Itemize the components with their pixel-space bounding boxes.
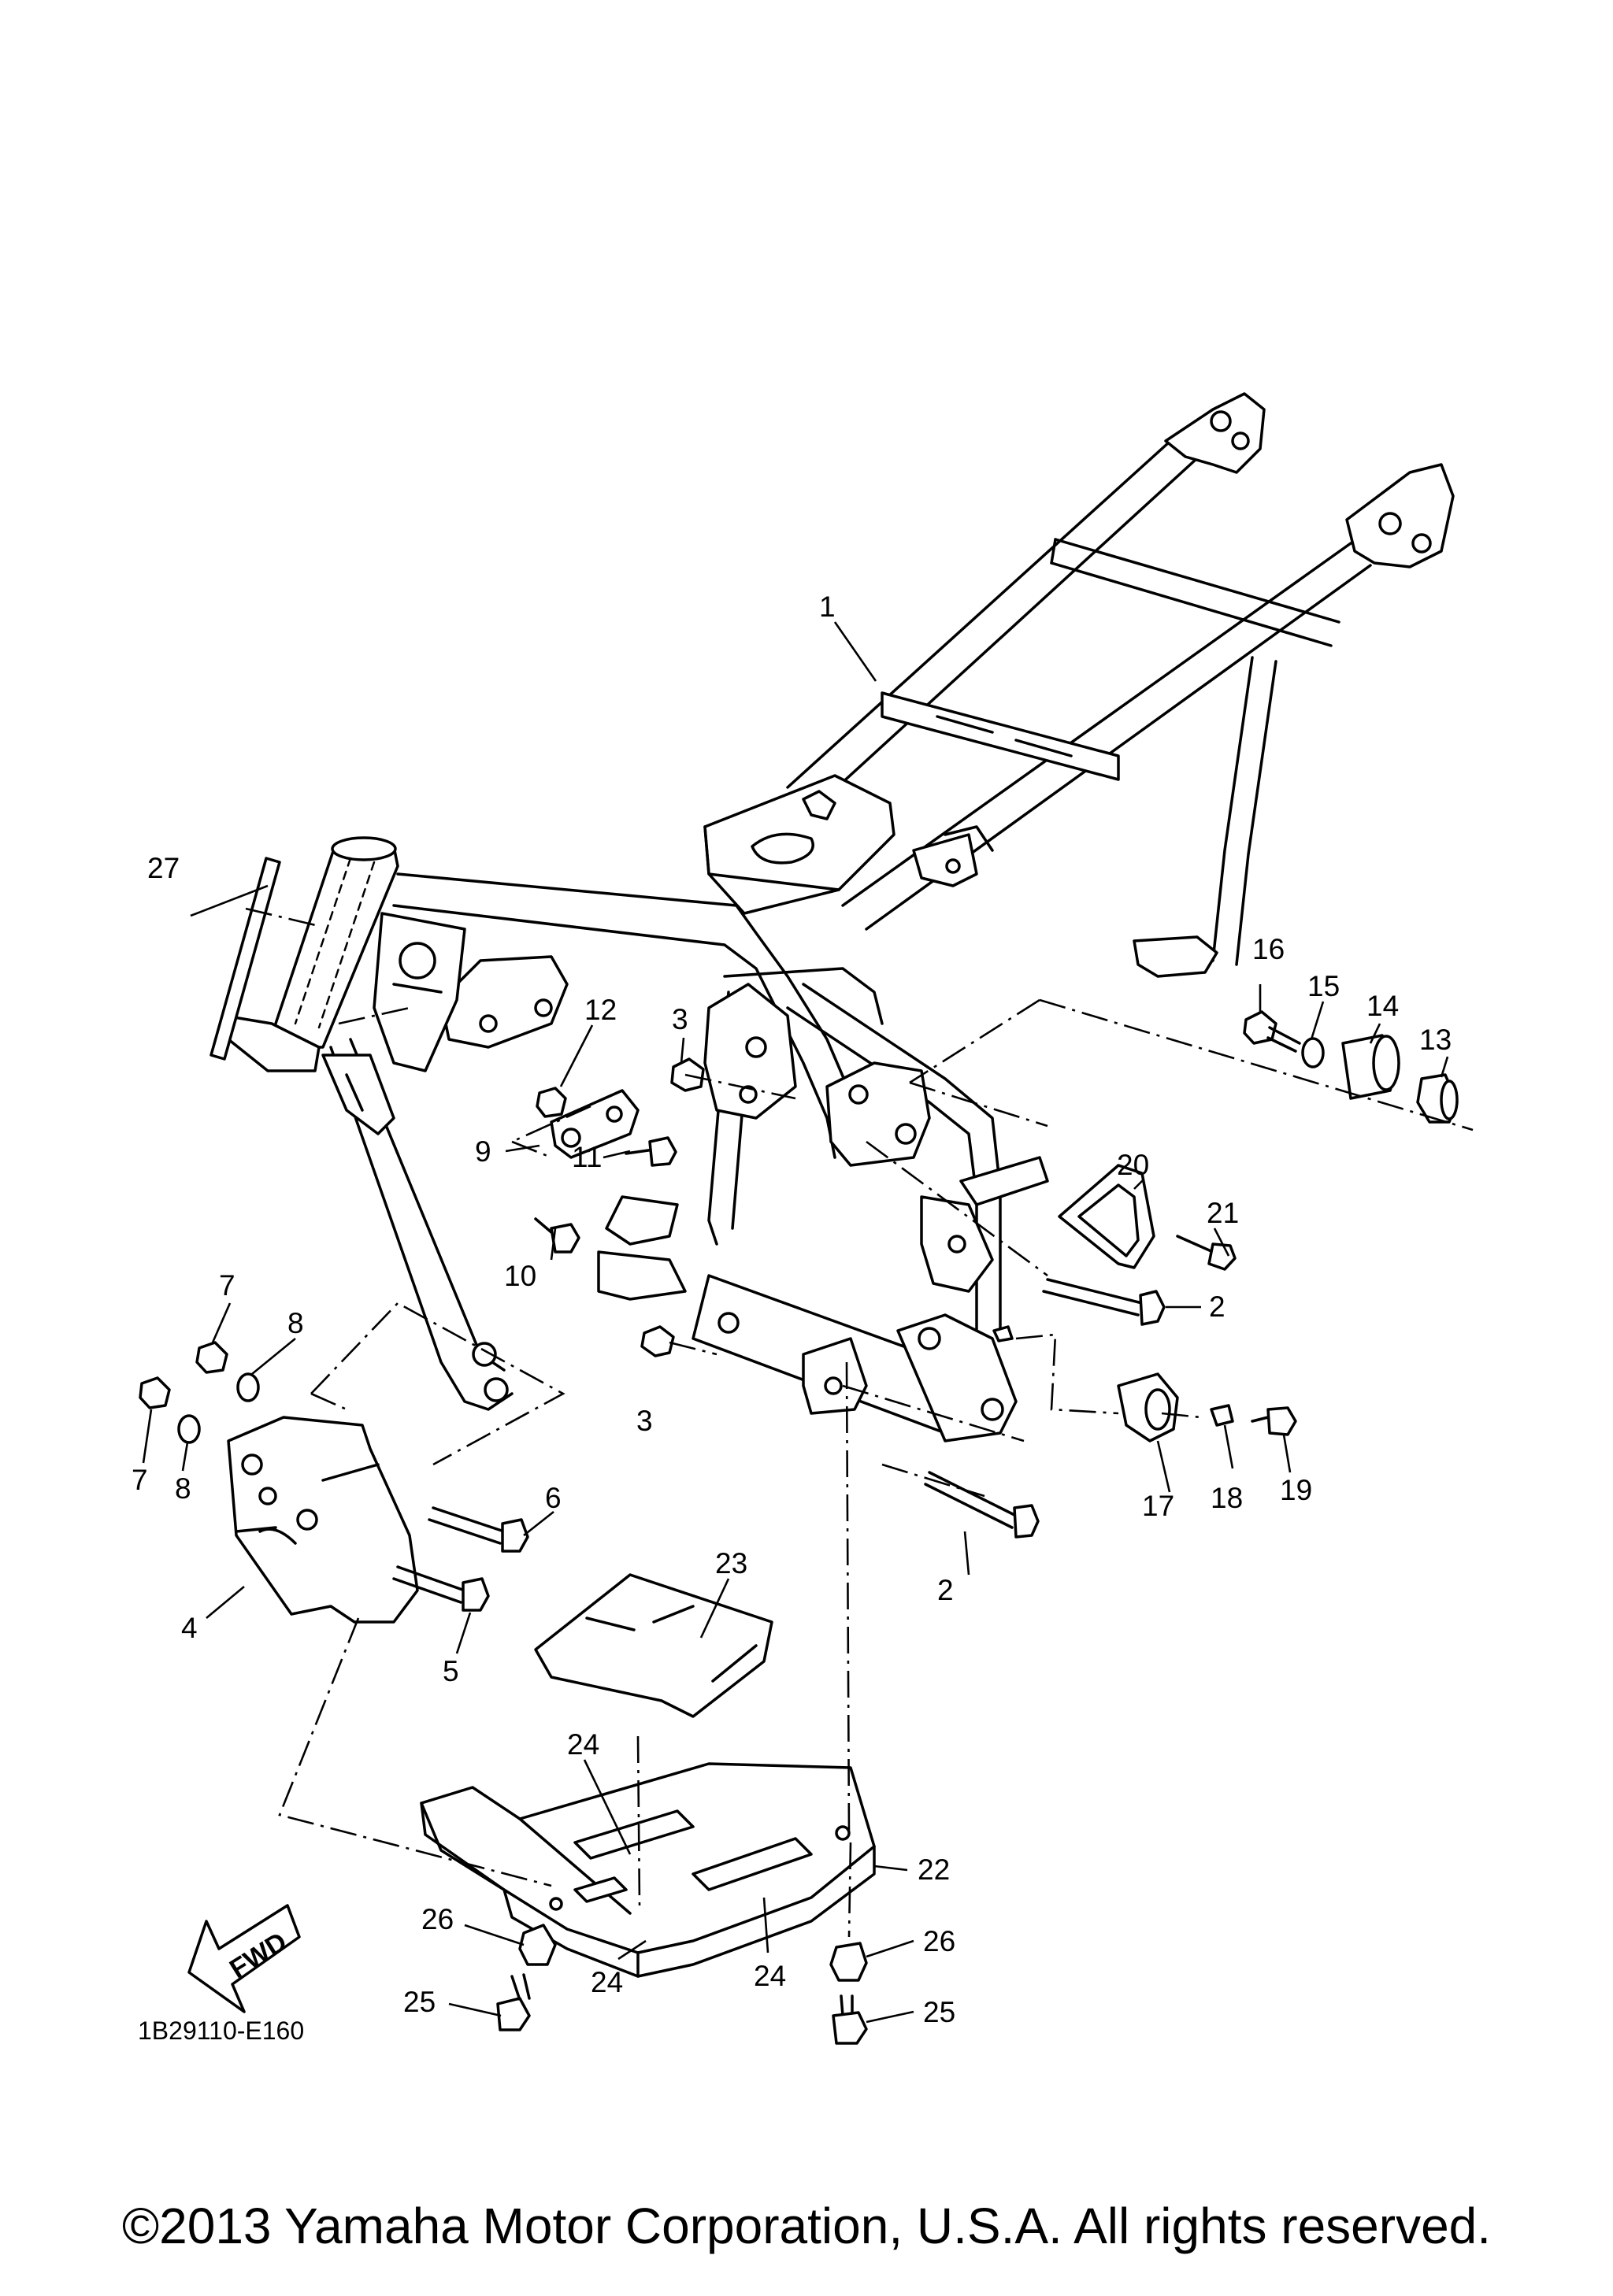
front-guard-bracket (139, 1341, 529, 1624)
callout-2: 2 (937, 1574, 954, 1606)
callout-25: 25 (923, 1996, 955, 2028)
engine-mount-plate-right (1058, 1164, 1237, 1271)
callout-21: 21 (1207, 1197, 1239, 1229)
engine-mount-plate (534, 1057, 705, 1357)
main-frame (223, 392, 1455, 1442)
callout-24: 24 (591, 1966, 623, 1998)
callout-26: 26 (421, 1903, 454, 1935)
callout-15: 15 (1307, 970, 1340, 1002)
callout-7: 7 (219, 1269, 235, 1302)
callout-12: 12 (584, 994, 617, 1026)
callout-numbers: 1 2 2 3 3 4 5 6 7 7 8 8 9 10 11 12 13 14… (132, 591, 1452, 2028)
number-plate-label (210, 857, 281, 1061)
callout-27: 27 (147, 852, 180, 884)
callout-13: 13 (1419, 1024, 1452, 1056)
callout-26: 26 (923, 1925, 955, 1957)
callout-25: 25 (403, 1986, 436, 2018)
leader-lines (142, 621, 1449, 2024)
rear-mount-hardware (1243, 1010, 1459, 1124)
callout-19: 19 (1280, 1474, 1312, 1506)
fwd-arrow-icon: FWD (187, 1904, 301, 2013)
callout-3: 3 (636, 1405, 653, 1437)
copyright-notice: ©2013 Yamaha Motor Corporation, U.S.A. A… (121, 2198, 1492, 2254)
callout-18: 18 (1211, 1482, 1243, 1514)
callout-14: 14 (1366, 990, 1399, 1022)
callout-24: 24 (754, 1960, 786, 1992)
callout-8: 8 (175, 1472, 191, 1505)
callout-23: 23 (715, 1547, 747, 1579)
callout-4: 4 (181, 1612, 198, 1644)
callout-9: 9 (475, 1135, 491, 1168)
callout-8: 8 (287, 1307, 304, 1339)
callout-2: 2 (1209, 1291, 1226, 1323)
callout-1: 1 (819, 591, 836, 623)
diagram-code: 1B29110-E160 (138, 2016, 304, 2045)
pivot-bolts (924, 1278, 1166, 1539)
shock-mount-hardware (992, 1325, 1297, 1442)
assembly-lines (245, 907, 1474, 1938)
callout-5: 5 (443, 1655, 459, 1687)
callout-6: 6 (545, 1482, 562, 1514)
callout-11: 11 (572, 1141, 602, 1173)
callout-17: 17 (1142, 1490, 1174, 1522)
callout-3: 3 (672, 1003, 688, 1035)
skid-plate (420, 1573, 876, 2045)
callout-16: 16 (1252, 933, 1285, 965)
callout-22: 22 (918, 1853, 950, 1886)
callout-7: 7 (132, 1464, 148, 1496)
callout-20: 20 (1117, 1149, 1149, 1181)
callout-24: 24 (567, 1728, 599, 1761)
callout-10: 10 (504, 1260, 536, 1292)
